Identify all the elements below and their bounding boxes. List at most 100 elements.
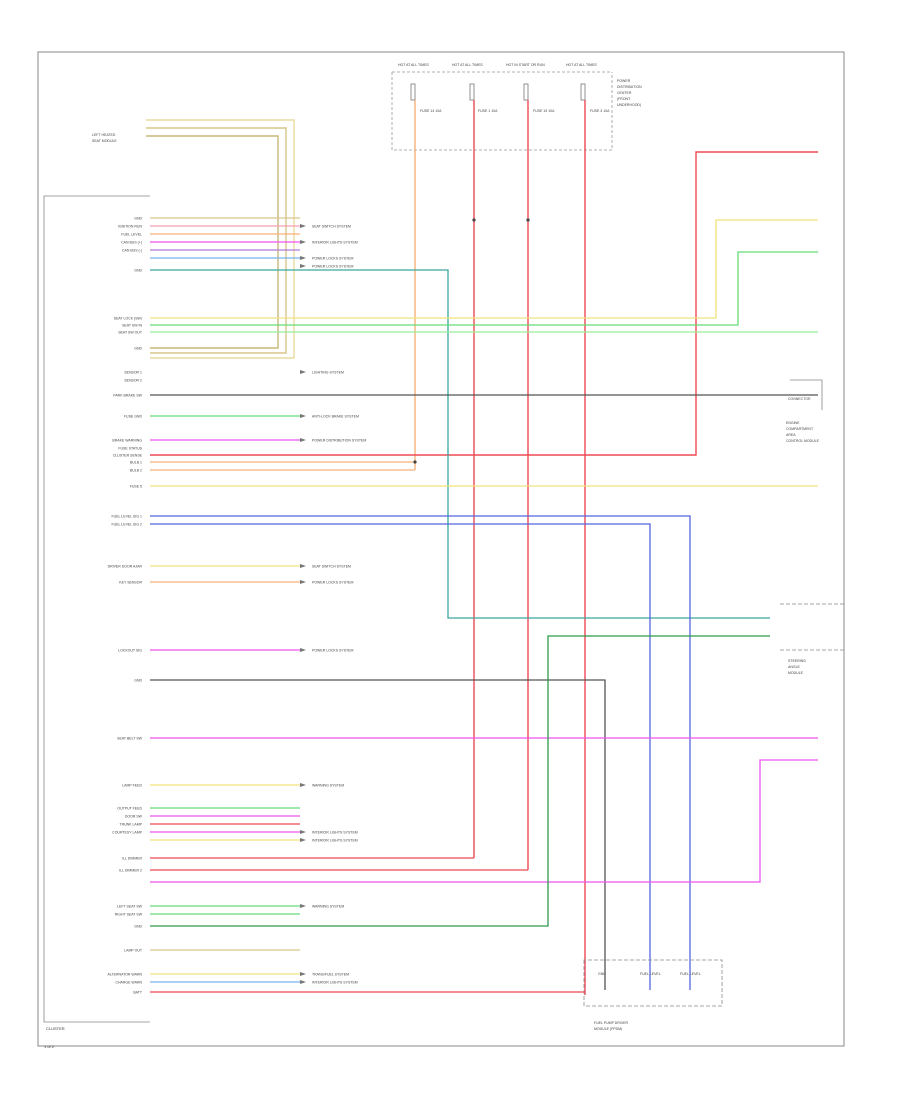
pin-label: COURTESY LAMP xyxy=(112,831,142,835)
system-label: INTERIOR LIGHTS SYSTEM xyxy=(312,981,358,985)
fuel-pump-module: GND FUEL LEVEL FUEL LEVEL FUEL PUMP DRIV… xyxy=(583,959,723,1031)
system-label: INTERIOR LIGHTS SYSTEM xyxy=(312,241,358,245)
footer-code: 1 of 2 xyxy=(44,1044,55,1049)
wire-arrow xyxy=(300,648,306,652)
pin-label: FUSE 5 xyxy=(130,485,142,489)
pin-label: GND xyxy=(134,347,142,351)
pin-label: FUSE GND xyxy=(124,415,143,419)
pin-label: GND xyxy=(134,925,142,929)
fuse-tag-2: FUSE 1 10A xyxy=(478,109,498,113)
system-label: POWER LOCKS SYSTEM xyxy=(312,265,354,269)
steering-module-box xyxy=(780,603,846,651)
pin-label: LOCKOUT SIG xyxy=(118,649,142,653)
bottom-caption-1: FUEL PUMP DRIVER xyxy=(594,1021,629,1025)
wire-arrow xyxy=(300,838,306,842)
bottom-box-pin-3: FUEL LEVEL xyxy=(680,972,701,976)
pin-label: CLUSTER SENSE xyxy=(113,454,143,458)
steering-module-caption-1: STEERING xyxy=(788,659,806,663)
pin-label: ILL DIMMER xyxy=(122,857,142,861)
wire-arrow xyxy=(300,414,306,418)
pin-label: IGNITION RUN xyxy=(118,225,143,229)
pin-label: SEAT SW IN xyxy=(122,324,142,328)
fuse-box xyxy=(391,71,613,151)
wire-arrow xyxy=(300,972,306,976)
system-label: INTERIOR LIGHTS SYSTEM xyxy=(312,839,358,843)
steering-module-caption-3: MODULE xyxy=(788,671,804,675)
fuse-box-caption-line-3: CENTER xyxy=(617,91,632,95)
system-labels: SEAT SWITCH SYSTEM INTERIOR LIGHTS SYSTEM… xyxy=(312,225,366,985)
pin-label: FUEL LEVEL SIG 1 xyxy=(112,515,143,519)
pin-label: LEFT SEAT SW xyxy=(117,905,143,909)
pin-label: KEY SENSOR xyxy=(119,581,142,585)
pin-label: GND xyxy=(134,679,142,683)
fuse-label-1: HOT AT ALL TIMES xyxy=(398,63,429,67)
module-caption-4: CONTROL MODULE xyxy=(786,439,820,443)
fuse-label-2: HOT AT ALL TIMES xyxy=(452,63,483,67)
fuse-tag-4: FUSE 3 10A xyxy=(590,109,610,113)
module-caption-2: COMPARTMENT xyxy=(786,427,814,431)
right-label-1: CONNECTOR xyxy=(788,397,811,401)
cluster-bracket xyxy=(43,195,150,1023)
fuse-3 xyxy=(523,83,529,101)
fuse-1 xyxy=(410,83,416,101)
pin-label: GND xyxy=(134,269,142,273)
wire-arrow xyxy=(300,370,306,374)
system-label: INTERIOR LIGHTS SYSTEM xyxy=(312,831,358,835)
wire-arrow xyxy=(300,904,306,908)
fuse-box-caption: POWER DISTRIBUTION CENTER (FRONT UNDERHO… xyxy=(617,79,642,107)
fuse-feeds xyxy=(414,100,586,995)
pin-label: SEAT BELT SW xyxy=(117,737,143,741)
cluster-title: CLUSTER xyxy=(46,1026,65,1031)
diagram-border xyxy=(37,51,845,1047)
system-label: SEAT SWITCH SYSTEM xyxy=(312,565,351,569)
pin-label: RIGHT SEAT SW xyxy=(115,913,143,917)
fuse-label-4: HOT AT ALL TIMES xyxy=(566,63,597,67)
pin-label: ALTERNATOR WARN xyxy=(108,973,143,977)
system-label: POWER LOCKS SYSTEM xyxy=(312,581,354,585)
pin-label: BULB 2 xyxy=(130,469,142,473)
pin-label: CAN BUS (+) xyxy=(121,241,142,245)
system-label: POWER LOCKS SYSTEM xyxy=(312,649,354,653)
pin-label: BRAKE WARNING xyxy=(112,439,142,443)
fuse-box-caption-line-5: UNDERHOOD) xyxy=(617,103,641,107)
module-caption-3: AREA xyxy=(786,433,796,437)
pin-label: FUSE STATUS xyxy=(118,447,142,451)
tan-bundle xyxy=(146,119,295,359)
fuse-label-3: HOT IN START OR RUN xyxy=(506,63,545,67)
wire-arrow xyxy=(300,264,306,268)
pin-label: DOOR SW xyxy=(125,815,143,819)
wire-arrow xyxy=(300,980,306,984)
pin-label: CHARGE WARN xyxy=(115,981,142,985)
pin-label: BULB 1 xyxy=(130,461,142,465)
wire-arrow xyxy=(300,438,306,442)
fuse-box-caption-line-4: (FRONT xyxy=(617,97,631,101)
wire-arrow xyxy=(300,830,306,834)
system-label: TRANS/FUEL SYSTEM xyxy=(312,973,349,977)
wire-arrows xyxy=(300,224,306,984)
system-label: ANTI-LOCK BRAKE SYSTEM xyxy=(312,415,359,419)
fuse-box-caption-line-2: DISTRIBUTION xyxy=(617,85,642,89)
module-caption-1: ENGINE xyxy=(786,421,800,425)
left-heated-seat-caption-2: SEAT MODULE xyxy=(92,139,117,143)
pin-label: LAMP OUT xyxy=(124,949,143,953)
pin-label: SENSOR 2 xyxy=(124,379,142,383)
pin-label: FUEL LEVEL xyxy=(121,233,142,237)
left-heated-seat-caption-1: LEFT HEATED xyxy=(92,133,116,137)
pin-label: SEAT LOCK (SW) xyxy=(114,317,142,321)
system-label: SEAT SWITCH SYSTEM xyxy=(312,225,351,229)
bottom-box-pin-2: FUEL LEVEL xyxy=(640,972,661,976)
fuse-box-caption-line-1: POWER xyxy=(617,79,631,83)
steering-module-caption: STEERING ANGLE MODULE xyxy=(788,659,806,675)
bottom-caption-2: MODULE (FPDM) xyxy=(594,1027,622,1031)
pin-label: FUEL LEVEL SIG 2 xyxy=(112,523,143,527)
pin-label: LAMP FEED xyxy=(122,784,142,788)
cluster-wires xyxy=(150,217,818,993)
wire-arrow xyxy=(300,224,306,228)
pin-label: TRUNK LAMP xyxy=(119,823,142,827)
wire-arrow xyxy=(300,256,306,260)
system-label: WARNING SYSTEM xyxy=(312,784,344,788)
pin-label: BATT xyxy=(133,991,143,995)
system-label: WARNING SYSTEM xyxy=(312,905,344,909)
